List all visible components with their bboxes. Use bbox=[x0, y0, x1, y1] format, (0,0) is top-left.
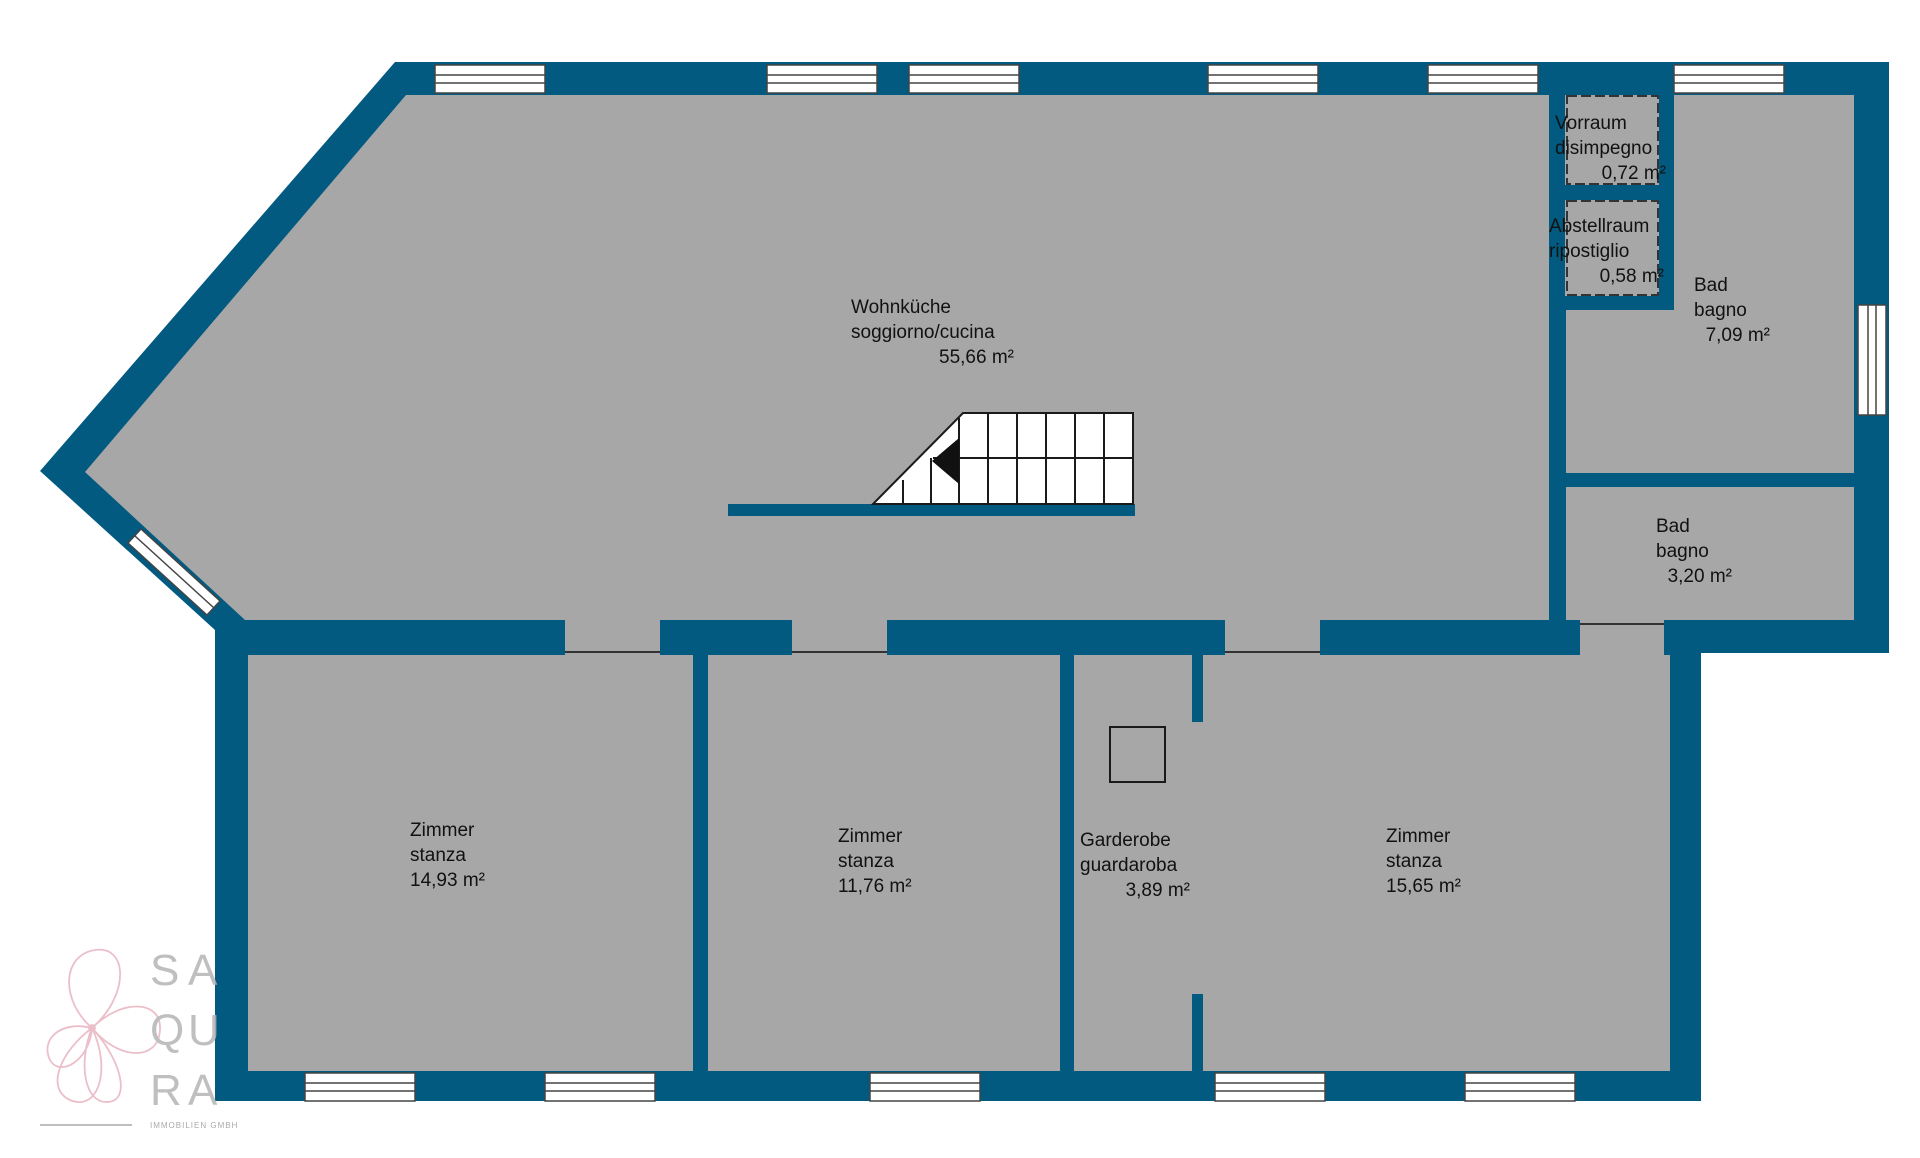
window-bottom-5 bbox=[1464, 1072, 1576, 1102]
label-vorraum-it: disimpegno bbox=[1555, 138, 1652, 159]
shaft-square bbox=[1109, 726, 1166, 783]
window-top-6 bbox=[1673, 64, 1785, 94]
label-zimmer1: Zimmer stanza 14,93 m² bbox=[410, 820, 485, 891]
label-bad1-de: Bad bbox=[1694, 275, 1728, 296]
label-abstellraum-it: ripostiglio bbox=[1549, 241, 1629, 262]
label-zimmer1-area: 14,93 m² bbox=[410, 870, 485, 891]
window-top-1 bbox=[434, 64, 546, 94]
floor-zimmer2 bbox=[708, 655, 1060, 1071]
window-top-2 bbox=[766, 64, 878, 94]
window-top-5 bbox=[1427, 64, 1539, 94]
label-bad1: Bad bagno 7,09 m² bbox=[1694, 275, 1770, 346]
room-labels: Wohnküche soggiorno/cucina 55,66 m² Vorr… bbox=[410, 113, 1770, 901]
window-bottom-2 bbox=[544, 1072, 656, 1102]
label-garderobe-it: guardaroba bbox=[1080, 855, 1178, 876]
wall-zimmer1-zimmer2 bbox=[693, 655, 708, 1071]
window-top-3 bbox=[908, 64, 1020, 94]
label-zimmer1-de: Zimmer bbox=[410, 820, 475, 841]
window-right-bad bbox=[1857, 304, 1887, 416]
label-zimmer2-it: stanza bbox=[838, 851, 894, 872]
floor-bad1 bbox=[1566, 95, 1854, 473]
floor-bad2 bbox=[1566, 487, 1854, 620]
label-zimmer2-de: Zimmer bbox=[838, 826, 903, 847]
door-frames bbox=[565, 95, 1664, 653]
window-bottom-3 bbox=[869, 1072, 981, 1102]
floor-zimmer3 bbox=[1203, 655, 1670, 1071]
windows bbox=[126, 64, 1887, 1102]
label-vorraum-de: Vorraum bbox=[1555, 113, 1627, 134]
logo-letter-6: A bbox=[188, 1066, 219, 1115]
label-bad1-it: bagno bbox=[1694, 300, 1747, 321]
label-zimmer2-area: 11,76 m² bbox=[838, 876, 912, 897]
internal-walls bbox=[693, 95, 1854, 1071]
label-abstellraum-de: Abstellraum bbox=[1549, 216, 1649, 237]
window-top-4 bbox=[1207, 64, 1319, 94]
wall-vorraum-bottom bbox=[1549, 185, 1674, 200]
floor-garderobe bbox=[1074, 655, 1192, 1071]
label-abstellraum-area: 0,58 m² bbox=[1600, 266, 1664, 287]
flower-logo-icon bbox=[46, 948, 161, 1103]
window-bottom-1 bbox=[304, 1072, 416, 1102]
label-zimmer3: Zimmer stanza 15,65 m² bbox=[1386, 826, 1461, 897]
opening-garderobe-zimmer3 bbox=[1188, 722, 1206, 994]
staircase bbox=[870, 412, 1134, 505]
floor-abstellraum bbox=[1565, 200, 1659, 296]
label-zimmer3-de: Zimmer bbox=[1386, 826, 1451, 847]
wall-zimmer2-garderobe bbox=[1060, 655, 1074, 1071]
wall-stair-rail bbox=[728, 504, 1135, 516]
label-vorraum: Vorraum disimpegno 0,72 m² bbox=[1555, 113, 1666, 184]
logo-letter-3: Q bbox=[150, 1006, 186, 1055]
logo-letter-1: S bbox=[150, 946, 181, 995]
floor-vorraum bbox=[1565, 95, 1659, 185]
label-bad2-de: Bad bbox=[1656, 516, 1690, 537]
company-logo: S A Q U R A IMMOBILIEN GMBH bbox=[40, 946, 238, 1130]
label-abstellraum: Abstellraum ripostiglio 0,58 m² bbox=[1549, 216, 1664, 287]
stair-arrow-icon bbox=[932, 438, 959, 484]
label-zimmer2: Zimmer stanza 11,76 m² bbox=[838, 826, 912, 897]
label-bad2-area: 3,20 m² bbox=[1668, 566, 1732, 587]
room-floors bbox=[85, 95, 1854, 1071]
label-garderobe-de: Garderobe bbox=[1080, 830, 1171, 851]
door-frame-abstellraum bbox=[1566, 200, 1659, 296]
floor-wohnkueche bbox=[85, 95, 1549, 620]
logo-letter-4: U bbox=[188, 1006, 222, 1055]
label-zimmer1-it: stanza bbox=[410, 845, 466, 866]
wall-vorraum-right bbox=[1659, 95, 1674, 310]
label-bad2-it: bagno bbox=[1656, 541, 1709, 562]
label-vorraum-area: 0,72 m² bbox=[1602, 163, 1666, 184]
label-garderobe-area: 3,89 m² bbox=[1126, 880, 1190, 901]
logo-letter-2: A bbox=[188, 946, 219, 995]
label-wohnkueche-area: 55,66 m² bbox=[939, 347, 1014, 368]
wall-abstellraum-bottom bbox=[1549, 296, 1674, 310]
logo-letter-5: R bbox=[150, 1066, 184, 1115]
label-zimmer3-it: stanza bbox=[1386, 851, 1442, 872]
label-garderobe: Garderobe guardaroba 3,89 m² bbox=[1080, 830, 1190, 901]
label-wohnkueche-de: Wohnküche bbox=[851, 297, 951, 318]
label-wohnkueche: Wohnküche soggiorno/cucina 55,66 m² bbox=[851, 297, 1014, 368]
label-bad2: Bad bagno 3,20 m² bbox=[1656, 516, 1732, 587]
floor-zimmer1 bbox=[248, 655, 693, 1071]
wall-bad-divider bbox=[1566, 473, 1854, 487]
label-zimmer3-area: 15,65 m² bbox=[1386, 876, 1461, 897]
window-diagonal bbox=[126, 527, 222, 617]
label-bad1-area: 7,09 m² bbox=[1706, 325, 1770, 346]
door-frame-vorraum bbox=[1566, 95, 1659, 185]
logo-subtitle: IMMOBILIEN GMBH bbox=[150, 1121, 238, 1130]
window-bottom-4 bbox=[1214, 1072, 1326, 1102]
label-wohnkueche-it: soggiorno/cucina bbox=[851, 322, 995, 343]
